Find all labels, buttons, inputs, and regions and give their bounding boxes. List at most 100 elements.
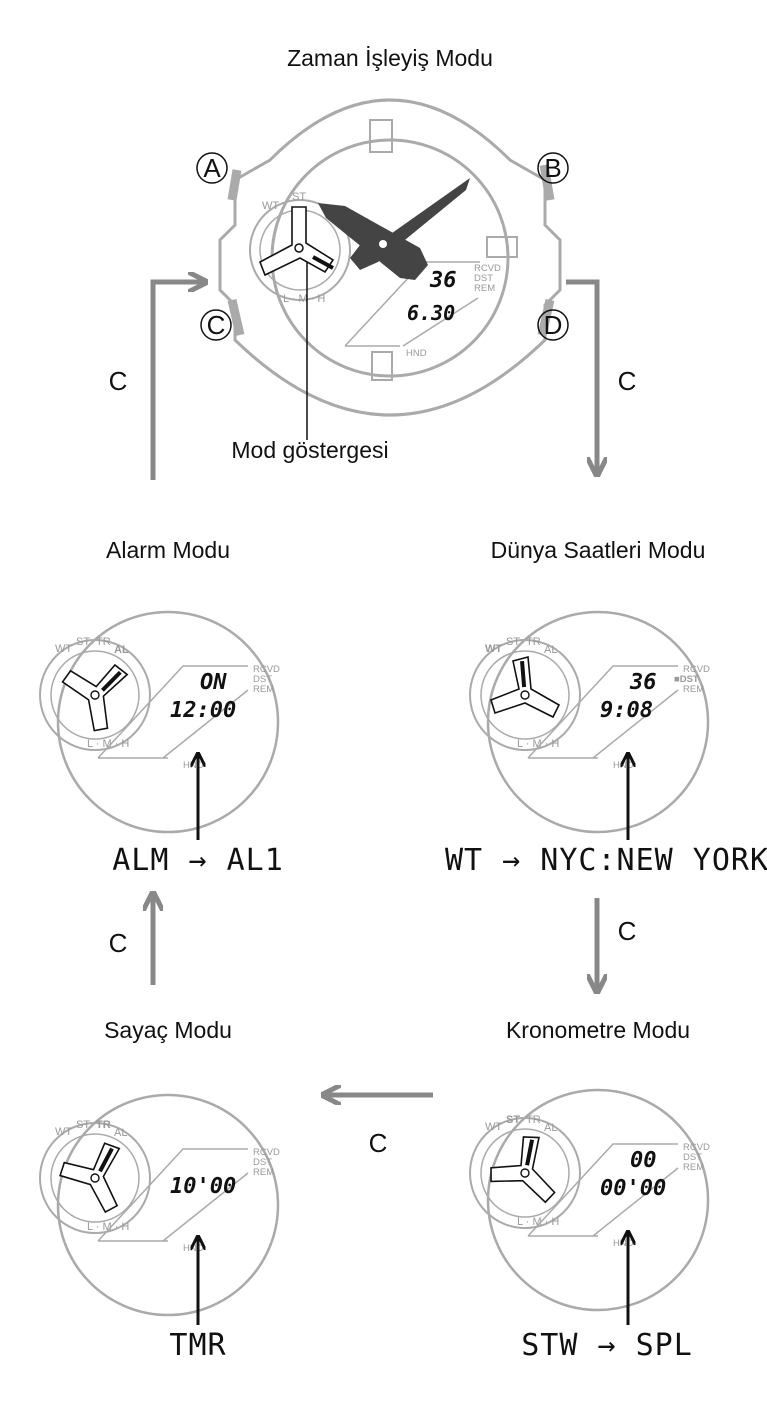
- hour-marker: [369, 119, 393, 153]
- lcd-frame: [527, 1143, 679, 1237]
- rem-label: REM: [683, 684, 704, 695]
- c-label: C: [369, 1128, 388, 1158]
- hour-marker: [371, 351, 393, 381]
- subdial-ring: [469, 1117, 581, 1229]
- mode-caption: WT → NYC:NEW YORK: [445, 843, 767, 878]
- hnd-label: HND: [613, 1238, 634, 1249]
- arrow-alarm-to-main: [150, 282, 204, 480]
- ring-label-st: ST: [292, 191, 306, 203]
- hnd-label: HND: [613, 760, 634, 771]
- mode-indicator: [312, 255, 334, 270]
- button-c[interactable]: [227, 298, 245, 337]
- main-hands: [318, 178, 470, 280]
- rem-label: REM: [474, 283, 495, 294]
- lcd-top: 00: [630, 1148, 657, 1173]
- rcvd-label: RCVD: [253, 664, 280, 675]
- ring-label-al: AL: [544, 644, 557, 656]
- lcd-top: ON: [200, 670, 227, 695]
- dst-label: DST: [683, 1152, 702, 1163]
- mode-indicator: [101, 670, 122, 692]
- rem-label: REM: [253, 684, 274, 695]
- rcvd-label: RCVD: [474, 263, 501, 274]
- ring-label-tr: TR: [96, 636, 111, 648]
- subdial-hand: [490, 1136, 556, 1204]
- rem-label: REM: [683, 1162, 704, 1173]
- main-lcd: 36 6.30 RCVD DST REM HND: [344, 261, 501, 359]
- lcd-frame: [527, 665, 679, 759]
- subdial-ring: [469, 639, 581, 751]
- ring-label-wt: WT: [262, 200, 279, 212]
- ring-label-al: AL: [544, 1122, 557, 1134]
- power-labels: L · M · H: [517, 1216, 559, 1228]
- ring-label-wt: WT: [55, 1126, 72, 1138]
- subdial-ring: [39, 639, 151, 751]
- watch-dial: [56, 1093, 280, 1317]
- mode-indicator: [520, 660, 527, 688]
- button-label-b: B: [544, 153, 561, 183]
- mode-caption: TMR: [169, 1328, 226, 1363]
- subdial: [480, 650, 570, 740]
- lcd-bottom: 00'00: [600, 1176, 666, 1201]
- ring-label-wt: WT: [485, 1121, 502, 1133]
- subdial: [50, 1133, 140, 1223]
- power-labels: L · M · H: [283, 293, 325, 305]
- subdial-hand: [61, 663, 129, 732]
- subdial-ring: [39, 1122, 151, 1234]
- lcd-top: 36: [429, 268, 457, 293]
- power-labels: L · M · H: [87, 738, 129, 750]
- c-label: C: [109, 928, 128, 958]
- rcvd-label: RCVD: [683, 1142, 710, 1153]
- transition-arrows: [153, 282, 597, 1095]
- ring-label-tr: TR: [526, 636, 541, 648]
- minute-hand: [350, 178, 470, 270]
- subdial: [480, 1128, 570, 1218]
- arrow-main-to-world: [566, 279, 597, 473]
- dst-label: DST: [474, 273, 493, 284]
- c-labels: C C C C C: [109, 366, 637, 1158]
- ring-label-st: ST: [506, 636, 520, 648]
- ring-label-al: AL: [114, 1127, 127, 1139]
- button-d[interactable]: [537, 298, 555, 337]
- lcd-frame: [97, 665, 249, 759]
- lcd-bottom: 12:00: [170, 698, 236, 723]
- lcd-bottom: 10'00: [170, 1174, 236, 1199]
- main-title: Zaman İşleyiş Modu: [287, 45, 493, 71]
- power-labels: L · M · H: [87, 1221, 129, 1233]
- ring-label-tr: TR: [96, 1119, 111, 1131]
- watch-dial: [486, 610, 710, 834]
- subdial-hand: [490, 655, 561, 719]
- ring-label-tr: TR: [526, 1114, 541, 1126]
- power-labels: L · M · H: [517, 738, 559, 750]
- lcd-frame: [97, 1148, 249, 1242]
- button-a[interactable]: [227, 169, 242, 201]
- hnd-label: HND: [406, 348, 427, 359]
- rem-label: REM: [253, 1167, 274, 1178]
- hnd-label: HND: [183, 760, 204, 771]
- ring-label-wt: WT: [485, 643, 502, 655]
- rcvd-label: RCVD: [253, 1147, 280, 1158]
- main-subdial: WT ST L · M · H: [249, 191, 351, 305]
- c-label: C: [618, 916, 637, 946]
- mode-caption: STW → SPL: [521, 1328, 693, 1363]
- lcd-bottom: 6.30: [407, 301, 455, 325]
- ring-label-wt: WT: [55, 643, 72, 655]
- dst-indicator: ■DST: [674, 674, 699, 685]
- watch-dial: [56, 610, 280, 834]
- subdial: [50, 650, 140, 740]
- indicator-label: Mod göstergesi: [231, 437, 388, 463]
- ring-label-st: ST: [76, 1119, 90, 1131]
- mode-title: Sayaç Modu: [104, 1017, 232, 1043]
- watch-dial: [486, 1088, 710, 1312]
- c-label: C: [109, 366, 128, 396]
- c-label: C: [618, 366, 637, 396]
- button-label-d: D: [544, 310, 563, 340]
- hour-marker: [486, 236, 518, 258]
- mode-title: Kronometre Modu: [506, 1017, 690, 1043]
- button-label-a: A: [203, 153, 221, 183]
- ring-label-st: ST: [506, 1114, 520, 1126]
- dst-label: DST: [253, 1157, 272, 1168]
- lcd-top: 36: [629, 670, 657, 695]
